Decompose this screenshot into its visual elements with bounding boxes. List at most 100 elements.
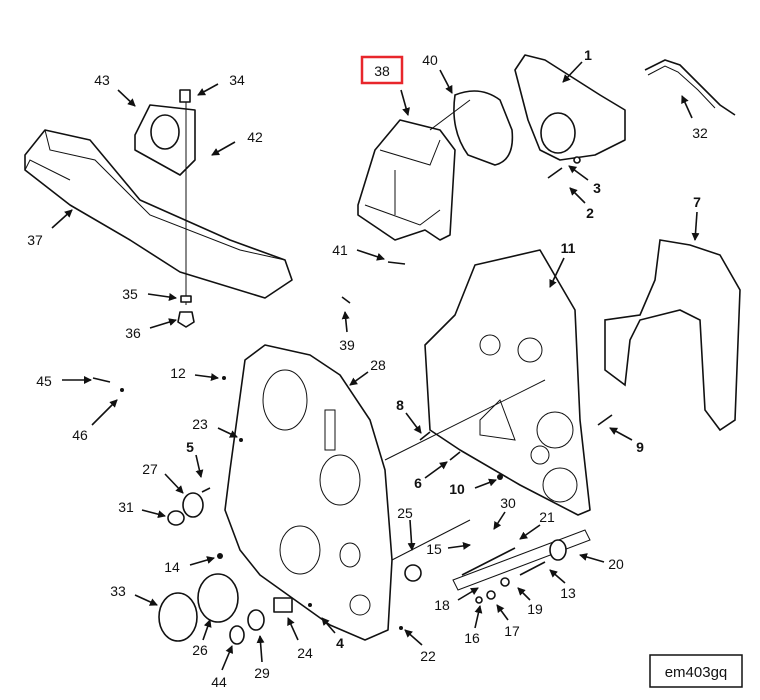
- leader-arrow-24: [287, 617, 299, 641]
- callout-22: 22: [420, 648, 436, 664]
- leader-arrow-44: [221, 645, 233, 671]
- callout-39: 39: [339, 337, 355, 353]
- callout-25: 25: [397, 505, 413, 521]
- leader-arrow-29: [256, 635, 265, 663]
- leader-arrow-18: [457, 587, 479, 601]
- callout-20: 20: [608, 556, 624, 572]
- leader-arrow-20: [579, 553, 605, 563]
- callout-9: 9: [636, 439, 644, 455]
- gasket-32: [644, 59, 736, 116]
- leader-arrow-28: [349, 371, 369, 386]
- leader-arrow-33: [134, 594, 158, 606]
- leader-arrow-37: [51, 209, 73, 229]
- housing-28: [224, 344, 393, 641]
- leader-arrow-17: [496, 604, 509, 621]
- callout-33: 33: [110, 583, 126, 599]
- leader-arrow-39: [341, 311, 350, 333]
- callout-8: 8: [396, 397, 404, 413]
- leader-arrow-14: [189, 556, 215, 566]
- callout-12: 12: [170, 365, 186, 381]
- callout-42: 42: [247, 129, 263, 145]
- callout-7: 7: [693, 194, 701, 210]
- leader-arrow-15: [447, 541, 471, 550]
- callout-17: 17: [504, 623, 520, 639]
- callout-29: 29: [254, 665, 270, 681]
- leader-arrow-16: [474, 605, 483, 629]
- callout-1: 1: [584, 47, 592, 63]
- callout-11: 11: [561, 240, 576, 256]
- callout-41: 41: [332, 242, 348, 258]
- callout-23: 23: [192, 416, 208, 432]
- leader-arrow-3: [568, 165, 589, 181]
- leader-arrow-8: [405, 412, 422, 434]
- leader-arrow-41: [356, 249, 385, 261]
- leader-arrow-9: [609, 427, 633, 441]
- callout-21: 21: [539, 509, 555, 525]
- callout-40: 40: [422, 52, 438, 68]
- leader-arrow-27: [164, 473, 184, 494]
- callout-34: 34: [229, 72, 245, 88]
- leader-arrow-5: [195, 454, 204, 478]
- crossmember-37: [24, 129, 293, 299]
- shaft-assembly: [452, 529, 591, 604]
- seals: [158, 492, 422, 645]
- bracket-1: [514, 54, 626, 179]
- callout-36: 36: [125, 325, 141, 341]
- leader-arrow-31: [141, 509, 166, 519]
- callout-46: 46: [72, 427, 88, 443]
- callout-14: 14: [164, 559, 180, 575]
- callout-5: 5: [186, 439, 194, 455]
- callout-leaders: [51, 61, 700, 671]
- leader-arrow-40: [439, 69, 453, 94]
- callout-27: 27: [142, 461, 158, 477]
- callout-24: 24: [297, 645, 313, 661]
- leader-arrow-42: [211, 141, 236, 156]
- callout-2: 2: [586, 205, 594, 221]
- leader-arrow-25: [407, 519, 416, 551]
- callout-16: 16: [464, 630, 480, 646]
- leader-arrow-4: [321, 617, 336, 634]
- leader-arrow-32: [681, 95, 693, 119]
- leader-arrow-46: [91, 399, 118, 426]
- callout-6: 6: [414, 475, 422, 491]
- fasteners: [92, 261, 613, 630]
- leader-arrow-13: [549, 569, 566, 584]
- callout-32: 32: [692, 125, 708, 141]
- leader-arrow-19: [517, 587, 531, 601]
- gasket-plate-11: [424, 249, 591, 516]
- leader-arrow-34: [197, 83, 219, 96]
- callout-30: 30: [500, 495, 516, 511]
- callout-45: 45: [36, 373, 52, 389]
- figure-id: em403gq: [665, 664, 728, 681]
- callout-44: 44: [211, 674, 227, 690]
- gasket-40: [453, 90, 514, 166]
- callout-4: 4: [336, 635, 344, 651]
- leader-arrow-22: [404, 629, 423, 646]
- callout-15: 15: [426, 541, 442, 557]
- callout-28: 28: [370, 357, 386, 373]
- leader-arrow-10: [474, 478, 497, 489]
- bracket-43: [134, 89, 196, 328]
- callout-43: 43: [94, 72, 110, 88]
- leader-arrow-35: [147, 293, 177, 301]
- callout-18: 18: [434, 597, 450, 613]
- leader-arrow-21: [519, 524, 541, 540]
- callout-38[interactable]: 38: [374, 63, 390, 79]
- callout-19: 19: [527, 601, 543, 617]
- callout-26: 26: [192, 642, 208, 658]
- figure-id-box: em403gq: [649, 654, 743, 688]
- leader-arrow-12: [194, 373, 219, 382]
- callout-10: 10: [449, 481, 465, 497]
- leader-arrow-23: [217, 427, 238, 438]
- leader-arrow-30: [493, 511, 506, 530]
- leader-arrow-6: [424, 461, 448, 479]
- support-38: [357, 99, 471, 241]
- leader-arrow-1: [562, 61, 583, 83]
- callout-13: 13: [560, 585, 576, 601]
- leader-arrow-36: [149, 318, 177, 329]
- leader-arrow-26: [202, 619, 212, 641]
- callout-31: 31: [118, 499, 134, 515]
